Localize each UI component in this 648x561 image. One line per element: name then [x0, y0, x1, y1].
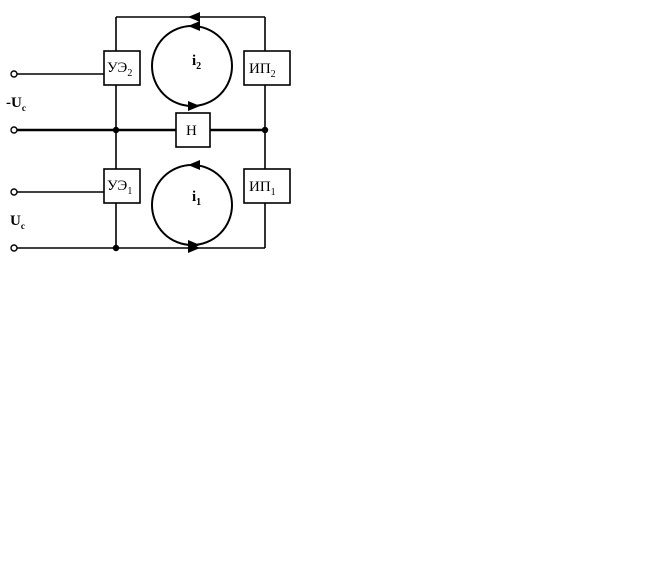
current-upper-main: i	[192, 53, 196, 69]
junction-node-left-mid	[112, 126, 120, 134]
block-ip1: ИП1	[243, 168, 291, 204]
block-ue2-sub: 2	[127, 68, 132, 79]
block-ip1-sub: 1	[271, 187, 276, 198]
block-ip2-label: ИП	[249, 61, 271, 77]
current-upper-sub: 2	[196, 61, 201, 72]
block-ip1-label: ИП	[249, 179, 271, 195]
current-lower-main: i	[192, 189, 196, 205]
svg-text:ИП1: ИП1	[249, 179, 276, 198]
terminal-upper-common	[10, 126, 18, 134]
block-ue1-sub: 1	[127, 186, 132, 197]
terminal-lower-common	[10, 244, 18, 252]
current-lower-sub: 1	[196, 197, 201, 208]
block-ue1-label: УЭ	[107, 178, 127, 194]
loop-upper-arrow-bottom	[188, 101, 200, 111]
voltage-label-lower: Uc	[10, 213, 25, 231]
terminal-lower-input	[10, 188, 18, 196]
top-wire-arrow	[188, 12, 200, 22]
svg-text:УЭ2: УЭ2	[107, 60, 132, 79]
block-ip2-sub: 2	[271, 69, 276, 80]
voltage-upper-sub: c	[22, 103, 26, 113]
current-label-upper: i2	[192, 53, 201, 72]
voltage-lower-main: U	[10, 213, 21, 229]
loop-upper-arrow-top	[188, 21, 200, 31]
block-load-label: Н	[186, 123, 197, 139]
voltage-lower-sub: c	[21, 221, 25, 231]
current-loop-lower	[151, 164, 233, 246]
terminal-upper-input	[10, 70, 18, 78]
loop-lower-arrow-top	[188, 160, 200, 170]
loop-lower-arrow-bottom	[188, 240, 200, 250]
voltage-upper-main: -U	[6, 95, 22, 111]
junction-node-right-mid	[261, 126, 269, 134]
svg-text:УЭ1: УЭ1	[107, 178, 132, 197]
current-label-lower: i1	[192, 189, 201, 208]
junction-node-left-bottom	[112, 244, 120, 252]
block-load: Н	[175, 112, 211, 148]
block-ue2: УЭ2	[103, 50, 141, 86]
block-ue1: УЭ1	[103, 168, 141, 204]
block-ue2-label: УЭ	[107, 60, 127, 76]
block-ip2: ИП2	[243, 50, 291, 86]
voltage-label-upper: -Uc	[6, 95, 26, 113]
svg-text:ИП2: ИП2	[249, 61, 276, 80]
